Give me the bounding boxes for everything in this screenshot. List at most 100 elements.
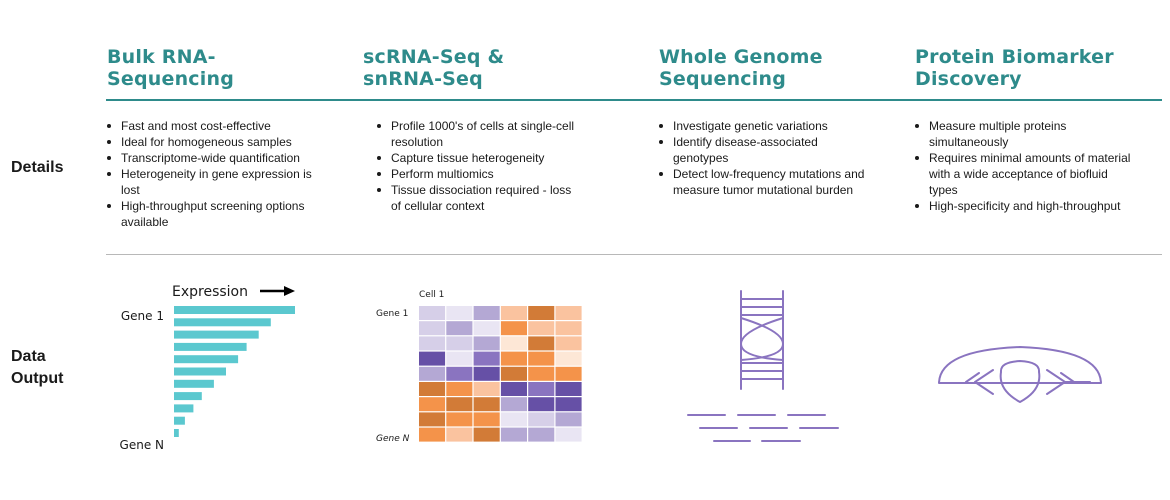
heatmap-cell (528, 351, 555, 366)
row-label-data: Data (11, 348, 46, 365)
list-item: High-throughput screening options availa… (106, 198, 321, 230)
heatmap-cell (473, 366, 500, 381)
heatmap-cell (419, 397, 446, 412)
list-item: Perform multiomics (376, 166, 576, 182)
heatmap-cell (528, 412, 555, 427)
heatmap-cell (500, 321, 527, 336)
list-item: Identify disease-associated genotypes (658, 134, 873, 166)
cell-gene-heatmap: Cell 1 Gene 1 Gene N (376, 290, 582, 444)
expression-arrow-icon (260, 286, 295, 296)
protein-biomarker-icon (938, 346, 1102, 403)
list-item: Ideal for homogeneous samples (106, 134, 321, 150)
heatmap-cell (419, 321, 446, 336)
list-item: Heterogeneity in gene expression is lost (106, 166, 321, 198)
heatmap-cell (446, 306, 473, 320)
bulk-rna-details: Fast and most cost-effective Ideal for h… (106, 118, 321, 230)
expression-bar (174, 392, 202, 401)
heatmap-cell (419, 366, 446, 381)
heatmap-cell (500, 412, 527, 427)
heatmap-col-label: Cell 1 (419, 290, 444, 300)
heatmap-cell (555, 397, 582, 412)
list-item: Fast and most cost-effective (106, 118, 321, 134)
heatmap-cell (528, 366, 555, 381)
list-item: Capture tissue heterogeneity (376, 150, 576, 166)
list-item: Requires minimal amounts of material wit… (914, 150, 1132, 198)
expression-bar (174, 342, 247, 351)
heatmap-cell (555, 351, 582, 366)
heatmap-cell (419, 336, 446, 351)
wgs-details: Investigate genetic variations Identify … (658, 118, 873, 198)
heatmap-cell (446, 336, 473, 351)
heatmap-cell (500, 306, 527, 320)
expression-bar (174, 379, 214, 388)
heatmap-cell (555, 306, 582, 320)
dna-helix-icon (739, 290, 785, 390)
heatmap-cell (419, 427, 446, 442)
heatmap-cell (446, 412, 473, 427)
expression-bar (174, 416, 185, 425)
list-item: Profile 1000's of cells at single-cell r… (376, 118, 576, 150)
expression-axis-label: Expression (172, 284, 248, 300)
heatmap-cell (500, 427, 527, 442)
list-item: Tissue dissociation required - loss of c… (376, 182, 576, 214)
expression-bar (174, 429, 179, 437)
heatmap-cell (419, 382, 446, 396)
heatmap-cell (419, 351, 446, 366)
expression-bar (174, 355, 239, 364)
heatmap-cell (555, 412, 582, 427)
heatmap-row-last-label: Gene N (376, 434, 410, 444)
list-item: Detect low-frequency mutations and measu… (658, 166, 873, 198)
heatmap-cell (473, 336, 500, 351)
heatmap-cell (446, 397, 473, 412)
heatmap-cell (500, 366, 527, 381)
heatmap-cell (446, 366, 473, 381)
column-title-scrna: scRNA-Seq &snRNA-Seq (363, 46, 505, 90)
column-title-bulk-rna: Bulk RNA-Sequencing (107, 46, 235, 90)
protein-details: Measure multiple proteins simultaneously… (914, 118, 1132, 214)
heatmap-cell (473, 306, 500, 320)
heatmap-cell (473, 382, 500, 396)
heatmap-row-first-label: Gene 1 (376, 309, 408, 319)
heatmap-cell (419, 412, 446, 427)
heatmap-cell (500, 336, 527, 351)
heatmap-cell (446, 321, 473, 336)
heatmap-cell (555, 382, 582, 396)
heatmap-cell (528, 397, 555, 412)
header-divider (106, 99, 1162, 101)
expression-bar (174, 404, 194, 413)
heatmap-cell (555, 427, 582, 442)
heatmap-cell (473, 397, 500, 412)
gene-first-label: Gene 1 (121, 309, 164, 323)
heatmap-cell (528, 427, 555, 442)
heatmap-cell (555, 321, 582, 336)
heatmap-cell (473, 321, 500, 336)
heatmap-cell (446, 427, 473, 442)
heatmap-cell (473, 412, 500, 427)
heatmap-cell (446, 382, 473, 396)
list-item: Transcriptome-wide quantification (106, 150, 321, 166)
section-divider (106, 254, 1162, 255)
expression-bar (174, 330, 259, 339)
gene-last-label: Gene N (120, 438, 164, 452)
heatmap-cell (555, 336, 582, 351)
heatmap-cell (528, 382, 555, 396)
list-item: High-specificity and high-throughput (914, 198, 1132, 214)
heatmap-cell (500, 382, 527, 396)
sequence-reads-icon (687, 414, 839, 442)
list-item: Investigate genetic variations (658, 118, 873, 134)
heatmap-cell (528, 321, 555, 336)
heatmap-cell (446, 351, 473, 366)
heatmap-cell (500, 397, 527, 412)
row-label-details: Details (11, 159, 64, 176)
heatmap-cell (419, 306, 446, 320)
heatmap-cell (528, 306, 555, 320)
heatmap-cell (473, 427, 500, 442)
expression-bar (174, 318, 271, 327)
expression-bar (174, 306, 295, 314)
bulk-expression-chart: Expression Gene 1 Gene N (120, 284, 295, 452)
expression-bar (174, 367, 226, 376)
heatmap-cell (500, 351, 527, 366)
